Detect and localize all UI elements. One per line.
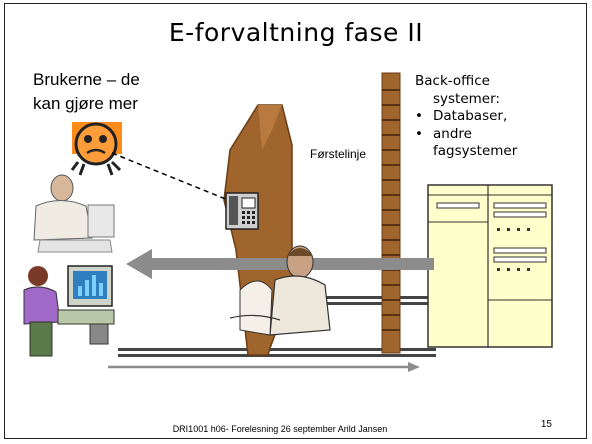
dashed-connector: [111, 152, 229, 201]
backoffice-label: Back-office systemer: Databaser, andre f…: [415, 73, 565, 161]
computer-user-icon: [23, 265, 115, 357]
backoffice-bullet-1: Databaser,: [415, 108, 565, 126]
right-arrow-icon: [108, 362, 420, 372]
backoffice-pole: [381, 72, 401, 354]
backoffice-line1: Back-office: [415, 73, 490, 89]
clerk-figure-icon: [229, 245, 331, 336]
rails: [118, 296, 440, 357]
slide-footer: DRI1001 h06- Forelesning 26 september Ar…: [172, 424, 388, 434]
page-number: 15: [540, 419, 552, 430]
users-label-line2: kan gjøre mer: [33, 94, 138, 113]
telephone-icon: [225, 192, 259, 230]
sad-face-icon: [70, 122, 122, 176]
slide-border: [4, 3, 587, 439]
users-label: Brukerne – de kan gjøre mer: [33, 68, 193, 116]
backoffice-line-last: fagsystemer: [433, 143, 518, 159]
backoffice-line2: systemer:: [433, 90, 500, 107]
slide-title: E-forvaltning fase II: [168, 18, 424, 47]
users-label-line1: Brukerne – de: [33, 70, 140, 89]
office-worker-icon: [33, 174, 115, 253]
server-rack-icon: [427, 184, 553, 348]
frontline-label: Førstelinje: [310, 147, 367, 161]
backoffice-bullet-2: andre: [415, 126, 565, 144]
